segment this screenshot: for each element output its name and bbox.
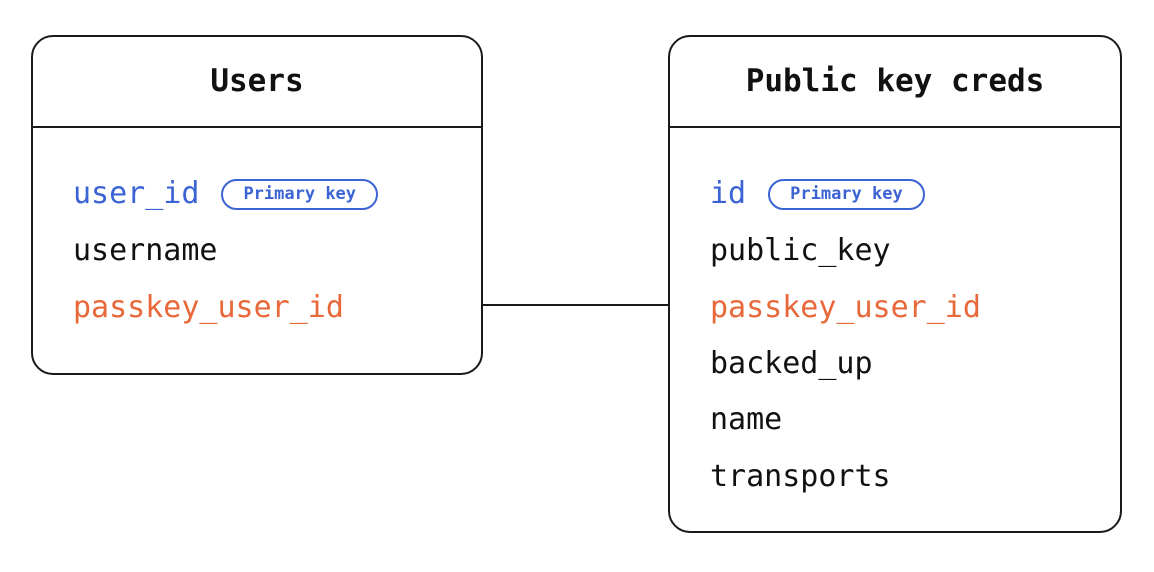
primary-key-badge: Primary key (768, 178, 925, 210)
relationship-connector-line (483, 304, 668, 306)
field-name-public-key: public_key (710, 233, 891, 268)
entity-title-users: Users (210, 63, 304, 99)
field-name-transports: transports (710, 459, 891, 494)
entity-box-users[interactable]: Users user_id Primary key username passk… (31, 35, 483, 375)
field-name-id: id (710, 176, 747, 211)
entity-header-public-key-creds: Public key creds (670, 37, 1120, 128)
field-name-user-id: user_id (73, 176, 200, 211)
field-row-user-id[interactable]: user_id Primary key (73, 174, 379, 214)
entity-title-public-key-creds: Public key creds (745, 63, 1045, 99)
field-row-username[interactable]: username (73, 231, 218, 271)
field-row-passkey-user-id[interactable]: passkey_user_id (710, 288, 981, 328)
field-name-backed-up: backed_up (710, 346, 873, 381)
entity-box-public-key-creds[interactable]: Public key creds id Primary key public_k… (668, 35, 1122, 533)
primary-key-badge: Primary key (221, 178, 379, 210)
field-row-backed-up[interactable]: backed_up (710, 344, 873, 384)
field-row-public-key[interactable]: public_key (710, 231, 891, 271)
field-name-passkey-user-id: passkey_user_id (710, 290, 981, 325)
field-row-passkey-user-id[interactable]: passkey_user_id (73, 288, 344, 328)
field-name-passkey-user-id: passkey_user_id (73, 290, 344, 325)
field-row-transports[interactable]: transports (710, 457, 891, 497)
field-row-name[interactable]: name (710, 400, 782, 440)
field-name-username: username (73, 233, 218, 268)
field-row-id[interactable]: id Primary key (710, 174, 925, 214)
entity-header-users: Users (33, 37, 481, 128)
field-name-name: name (710, 402, 783, 437)
